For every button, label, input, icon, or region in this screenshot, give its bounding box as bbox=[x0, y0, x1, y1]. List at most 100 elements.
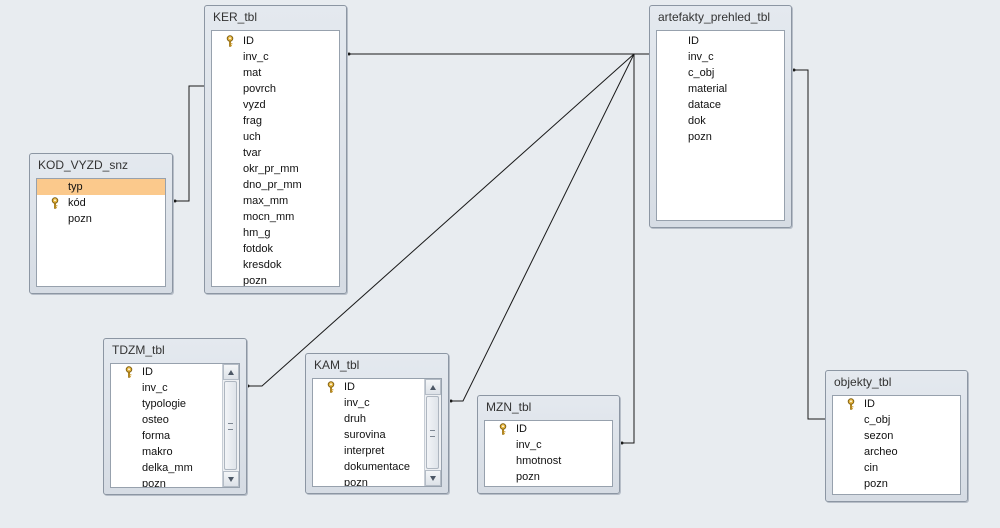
field-row[interactable]: max_mm bbox=[212, 193, 339, 209]
field-row[interactable]: mat bbox=[212, 65, 339, 81]
relation-end-dot bbox=[620, 441, 624, 445]
field-row[interactable]: makro bbox=[111, 444, 239, 460]
field-row[interactable]: dokumentace bbox=[313, 459, 441, 475]
field-row[interactable]: typologie bbox=[111, 396, 239, 412]
field-row[interactable]: vyzd bbox=[212, 97, 339, 113]
field-row[interactable]: c_obj bbox=[657, 65, 784, 81]
field-row[interactable]: pozn bbox=[485, 469, 612, 485]
key-icon bbox=[327, 381, 335, 393]
field-row[interactable]: osteo bbox=[111, 412, 239, 428]
field-row[interactable]: c_obj bbox=[833, 412, 960, 428]
field-name: dno_pr_mm bbox=[243, 179, 302, 191]
scroll-up-arrow-icon[interactable] bbox=[223, 364, 239, 380]
field-name: typologie bbox=[142, 398, 187, 410]
field-row[interactable]: typ bbox=[37, 179, 165, 195]
field-row[interactable]: povrch bbox=[212, 81, 339, 97]
field-row[interactable]: dok bbox=[657, 113, 784, 129]
field-row[interactable]: inv_c bbox=[657, 49, 784, 65]
field-name: pozn bbox=[864, 478, 888, 490]
relation-end-dot bbox=[449, 399, 453, 403]
scroll-thumb[interactable] bbox=[224, 381, 237, 470]
field-row[interactable]: ID bbox=[111, 364, 239, 380]
field-row[interactable]: ID bbox=[485, 421, 612, 437]
table-title[interactable]: MZN_tbl bbox=[486, 400, 532, 414]
field-row[interactable]: datace bbox=[657, 97, 784, 113]
field-row[interactable]: inv_c bbox=[111, 380, 239, 396]
field-row[interactable]: surovina bbox=[313, 427, 441, 443]
field-row[interactable]: pozn bbox=[212, 273, 339, 286]
field-row[interactable]: pozn bbox=[37, 211, 165, 227]
field-row[interactable]: ID bbox=[833, 396, 960, 412]
table-title[interactable]: KER_tbl bbox=[213, 10, 258, 24]
field-name: pozn bbox=[68, 213, 92, 225]
field-name: osteo bbox=[142, 414, 169, 426]
vertical-scrollbar[interactable] bbox=[424, 379, 441, 486]
scroll-thumb[interactable] bbox=[426, 396, 439, 469]
table-title[interactable]: objekty_tbl bbox=[834, 375, 892, 389]
field-row[interactable]: forma bbox=[111, 428, 239, 444]
field-row[interactable]: uch bbox=[212, 129, 339, 145]
field-name: sezon bbox=[864, 430, 894, 442]
field-row[interactable]: pozn bbox=[833, 476, 960, 492]
field-name: cin bbox=[864, 462, 879, 474]
field-row[interactable]: okr_pr_mm bbox=[212, 161, 339, 177]
field-row[interactable]: cin bbox=[833, 460, 960, 476]
field-row[interactable]: pozn bbox=[657, 129, 784, 145]
field-row[interactable]: pozn bbox=[313, 475, 441, 486]
vertical-scrollbar[interactable] bbox=[222, 364, 239, 487]
table-title[interactable]: KAM_tbl bbox=[314, 358, 360, 372]
field-row[interactable]: kód bbox=[37, 195, 165, 211]
field-row[interactable]: delka_mm bbox=[111, 460, 239, 476]
field-row[interactable]: druh bbox=[313, 411, 441, 427]
field-row[interactable]: pozn bbox=[111, 476, 239, 487]
field-row[interactable]: ID bbox=[657, 33, 784, 49]
field-row[interactable]: frag bbox=[212, 113, 339, 129]
field-name: ID bbox=[516, 423, 527, 435]
field-row[interactable]: inv_c bbox=[313, 395, 441, 411]
scroll-up-arrow-icon[interactable] bbox=[425, 379, 441, 395]
field-row[interactable]: tvar bbox=[212, 145, 339, 161]
field-row[interactable]: ID bbox=[212, 33, 339, 49]
field-row[interactable]: ID bbox=[313, 379, 441, 395]
field-name: makro bbox=[142, 446, 173, 458]
field-row[interactable]: sezon bbox=[833, 428, 960, 444]
field-name: dokumentace bbox=[344, 461, 411, 473]
field-name: ID bbox=[864, 398, 875, 410]
field-row[interactable]: kresdok bbox=[212, 257, 339, 273]
field-name: okr_pr_mm bbox=[243, 163, 299, 175]
field-row[interactable]: mocn_mm bbox=[212, 209, 339, 225]
field-row[interactable]: hmotnost bbox=[485, 453, 612, 469]
field-row[interactable]: interpret bbox=[313, 443, 441, 459]
field-row[interactable]: inv_c bbox=[485, 437, 612, 453]
scroll-down-arrow-icon[interactable] bbox=[223, 471, 239, 487]
scroll-down-arrow-icon[interactable] bbox=[425, 470, 441, 486]
field-name: inv_c bbox=[344, 397, 370, 409]
field-name: interpret bbox=[344, 445, 385, 457]
table-title[interactable]: KOD_VYZD_snz bbox=[38, 158, 129, 172]
table-title[interactable]: artefakty_prehled_tbl bbox=[658, 10, 771, 24]
field-name: archeo bbox=[864, 446, 898, 458]
field-row[interactable]: dno_pr_mm bbox=[212, 177, 339, 193]
relation-kam-artefakty bbox=[451, 53, 635, 402]
field-row[interactable]: hm_g bbox=[212, 225, 339, 241]
field-row[interactable]: fotdok bbox=[212, 241, 339, 257]
field-row[interactable]: material bbox=[657, 81, 784, 97]
field-name: pozn bbox=[688, 131, 712, 143]
table-title[interactable]: TDZM_tbl bbox=[112, 343, 165, 357]
field-row[interactable]: archeo bbox=[833, 444, 960, 460]
field-row[interactable]: inv_c bbox=[212, 49, 339, 65]
